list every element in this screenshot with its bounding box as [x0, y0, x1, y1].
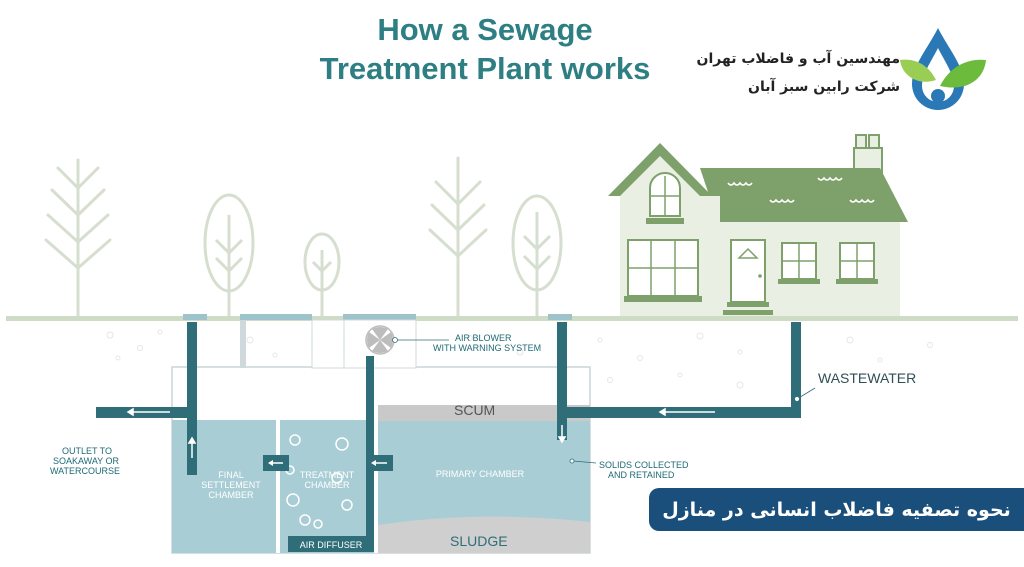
tree-3	[303, 232, 341, 318]
house	[608, 134, 908, 318]
tree-4	[428, 156, 488, 320]
persian-caption-banner: نحوه تصفیه فاضلاب انسانی در منازل	[649, 488, 1024, 531]
tree-2	[203, 193, 255, 318]
chamber-arrow-2	[366, 455, 393, 471]
water-drop-leaf-icon	[900, 28, 986, 110]
primary-chamber-label: PRIMARY CHAMBER	[435, 469, 525, 479]
air-blower-label-1: AIR BLOWER	[455, 333, 512, 343]
page-title: How a Sewage Treatment Plant works	[290, 10, 680, 88]
air-diffuser-label: AIR DIFFUSER	[299, 540, 363, 550]
wastewater-label: Wastewater	[818, 370, 917, 386]
solids-label-1: SOLIDS COLLECTED	[599, 460, 689, 470]
logo-company-line-1: مهندسین آب و فاضلاب تهران	[696, 51, 900, 67]
scum-label: Scum	[454, 402, 496, 418]
flow-arrows	[126, 407, 715, 458]
logo-company-line-2: شرکت رابین سبز آبان	[748, 79, 900, 95]
title-line-1: How a Sewage	[377, 12, 593, 47]
banner-text: نحوه تصفیه فاضلاب انسانی در منازل	[662, 498, 1011, 521]
tree-5	[511, 194, 563, 318]
outlet-label-2: SOAKAWAY OR	[53, 456, 120, 466]
solids-label-2: AND RETAINED	[608, 470, 675, 480]
treatment-chamber-label-1: TREATMENT	[299, 470, 355, 480]
soil-texture	[106, 329, 933, 389]
final-chamber-label-3: CHAMBER	[208, 490, 254, 500]
tree-1	[44, 158, 112, 320]
leader-lines	[392, 337, 816, 464]
outlet-label-3: WATERCOURSE	[50, 466, 121, 476]
final-chamber-label-1: FINAL	[218, 470, 244, 480]
chamber-arrow-1	[263, 455, 289, 471]
outlet-label-1: OUTLET TO	[62, 446, 113, 456]
sludge-label: Sludge	[450, 533, 508, 549]
final-chamber-label-2: SETTLEMENT	[201, 480, 261, 490]
air-blower-label-2: WITH WARNING SYSTEM	[433, 343, 542, 353]
treatment-chamber-label-2: CHAMBER	[304, 480, 350, 490]
ground-line	[6, 316, 1018, 321]
title-line-2: Treatment Plant works	[319, 51, 651, 86]
